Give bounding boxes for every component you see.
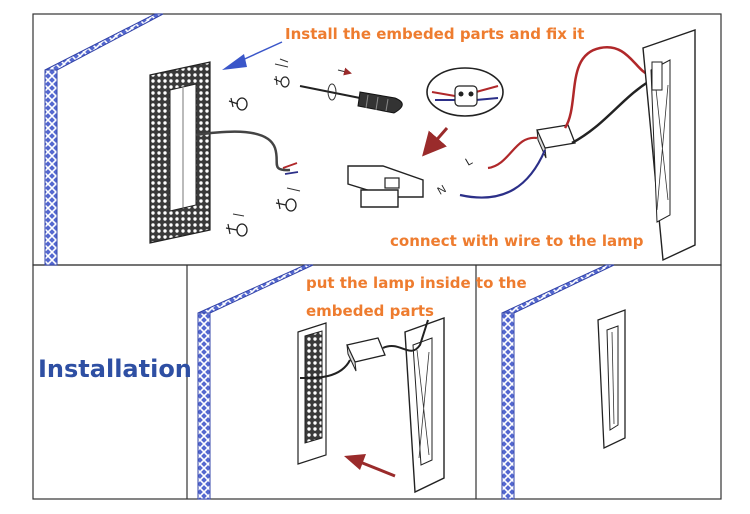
cable-middle-1 <box>299 359 351 380</box>
wire-red-to-lamp <box>563 46 651 129</box>
wire-neutral-out <box>459 149 547 199</box>
lamp-middle <box>404 317 445 494</box>
caption-connect-wire: connect with wire to the lamp <box>390 232 644 250</box>
screwdriver-icon <box>299 67 403 114</box>
arrow-screw-upper <box>274 58 289 68</box>
cable-end-red <box>282 162 298 169</box>
screw-upper-1-icon <box>228 97 248 111</box>
screw-lower-2-icon <box>225 223 248 237</box>
wire-live-out <box>487 136 538 170</box>
caption-put-lamp-line1: put the lamp inside to the <box>306 274 527 292</box>
terminal-block-icon <box>347 165 424 208</box>
lamp-installed <box>597 309 626 450</box>
screw-upper-2-icon <box>273 75 290 88</box>
frame-top <box>32 13 722 266</box>
wire-label-live: L <box>464 155 475 168</box>
frame-bottom <box>32 264 722 500</box>
wire-connector-zoom-icon <box>426 67 504 117</box>
embedded-box-perforated <box>149 61 211 244</box>
page-title: Installation <box>38 355 192 383</box>
arrow-connector-down <box>422 127 449 157</box>
cable-from-box <box>195 130 291 172</box>
arrow-blue-pointer <box>222 41 283 70</box>
wire-black-to-lamp <box>571 80 649 145</box>
lamp-top <box>642 29 696 262</box>
caption-install-embedded: Install the embeded parts and fix it <box>285 25 585 43</box>
driver-middle <box>346 337 386 372</box>
arrow-insert-lamp <box>344 454 396 478</box>
cable-middle-2 <box>382 319 429 352</box>
caption-put-lamp-line2: embeded parts <box>306 302 434 320</box>
wall-corner-middle <box>197 264 314 500</box>
screw-lower-1-icon <box>275 198 297 212</box>
wire-label-neutral: N <box>436 183 449 197</box>
arrow-screw-lower <box>232 187 301 217</box>
wall-corner-top <box>44 13 164 266</box>
embedded-box-in-wall <box>297 322 327 465</box>
wall-corner-right <box>501 264 615 500</box>
cable-end-blue <box>284 171 299 175</box>
